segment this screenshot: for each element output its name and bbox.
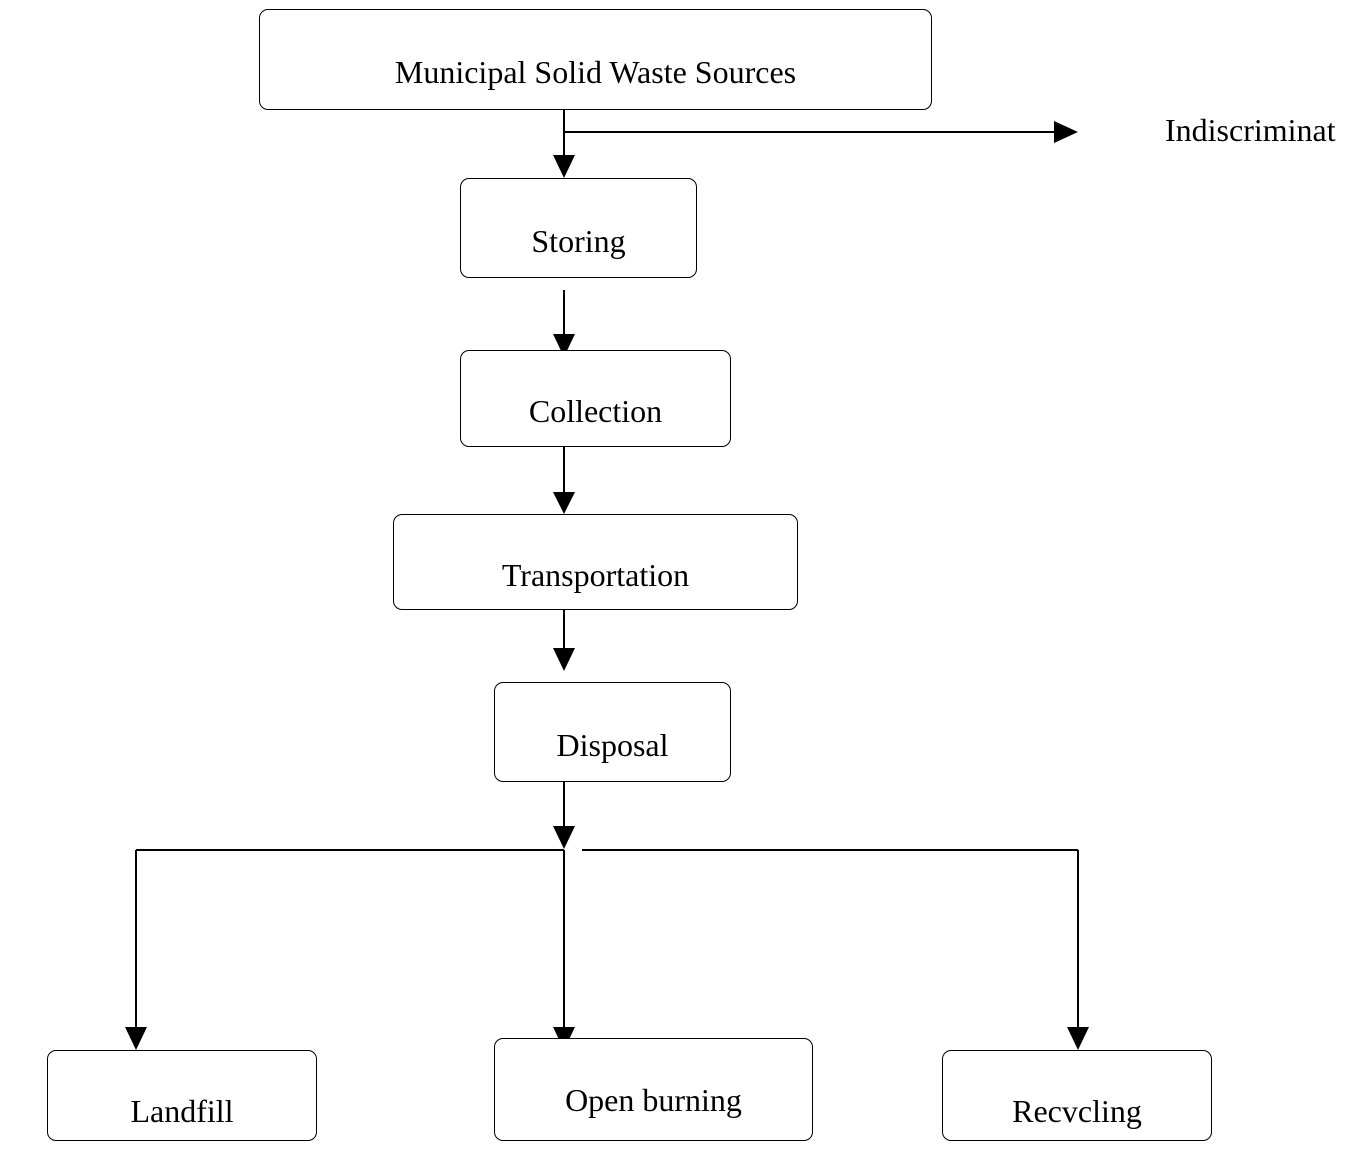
arrowhead-recycling <box>1067 1027 1089 1050</box>
node-label: Storing <box>531 223 626 259</box>
node-storing: Storing <box>460 178 697 278</box>
node-landfill: Landfill <box>47 1050 317 1141</box>
side-label-indiscriminate: Indiscriminat <box>1165 112 1336 148</box>
node-label: Disposal <box>556 727 669 763</box>
arrowhead-transportation <box>553 492 575 514</box>
node-label: Collection <box>528 393 663 429</box>
node-open-burning: Open burning <box>494 1038 813 1141</box>
node-label: Open burning <box>565 1082 742 1118</box>
node-collection: Collection <box>460 350 731 447</box>
node-label: Landfill <box>130 1093 234 1129</box>
node-transportation: Transportation <box>393 514 798 610</box>
node-label: Municipal Solid Waste Sources <box>394 54 797 90</box>
arrowhead-landfill <box>125 1027 147 1050</box>
arrowhead-disposal <box>553 648 575 671</box>
arrowhead-junction <box>553 826 575 849</box>
node-municipal-solid-waste-sources: Municipal Solid Waste Sources <box>259 9 932 110</box>
arrowhead-storing <box>553 155 575 178</box>
arrowhead-indiscriminate <box>1054 121 1078 143</box>
node-label: Transportation <box>501 557 690 593</box>
arrowhead-collection <box>553 334 575 357</box>
node-label: Recvcling <box>1012 1093 1142 1129</box>
node-recycling: Recvcling <box>942 1050 1212 1141</box>
node-disposal: Disposal <box>494 682 731 782</box>
